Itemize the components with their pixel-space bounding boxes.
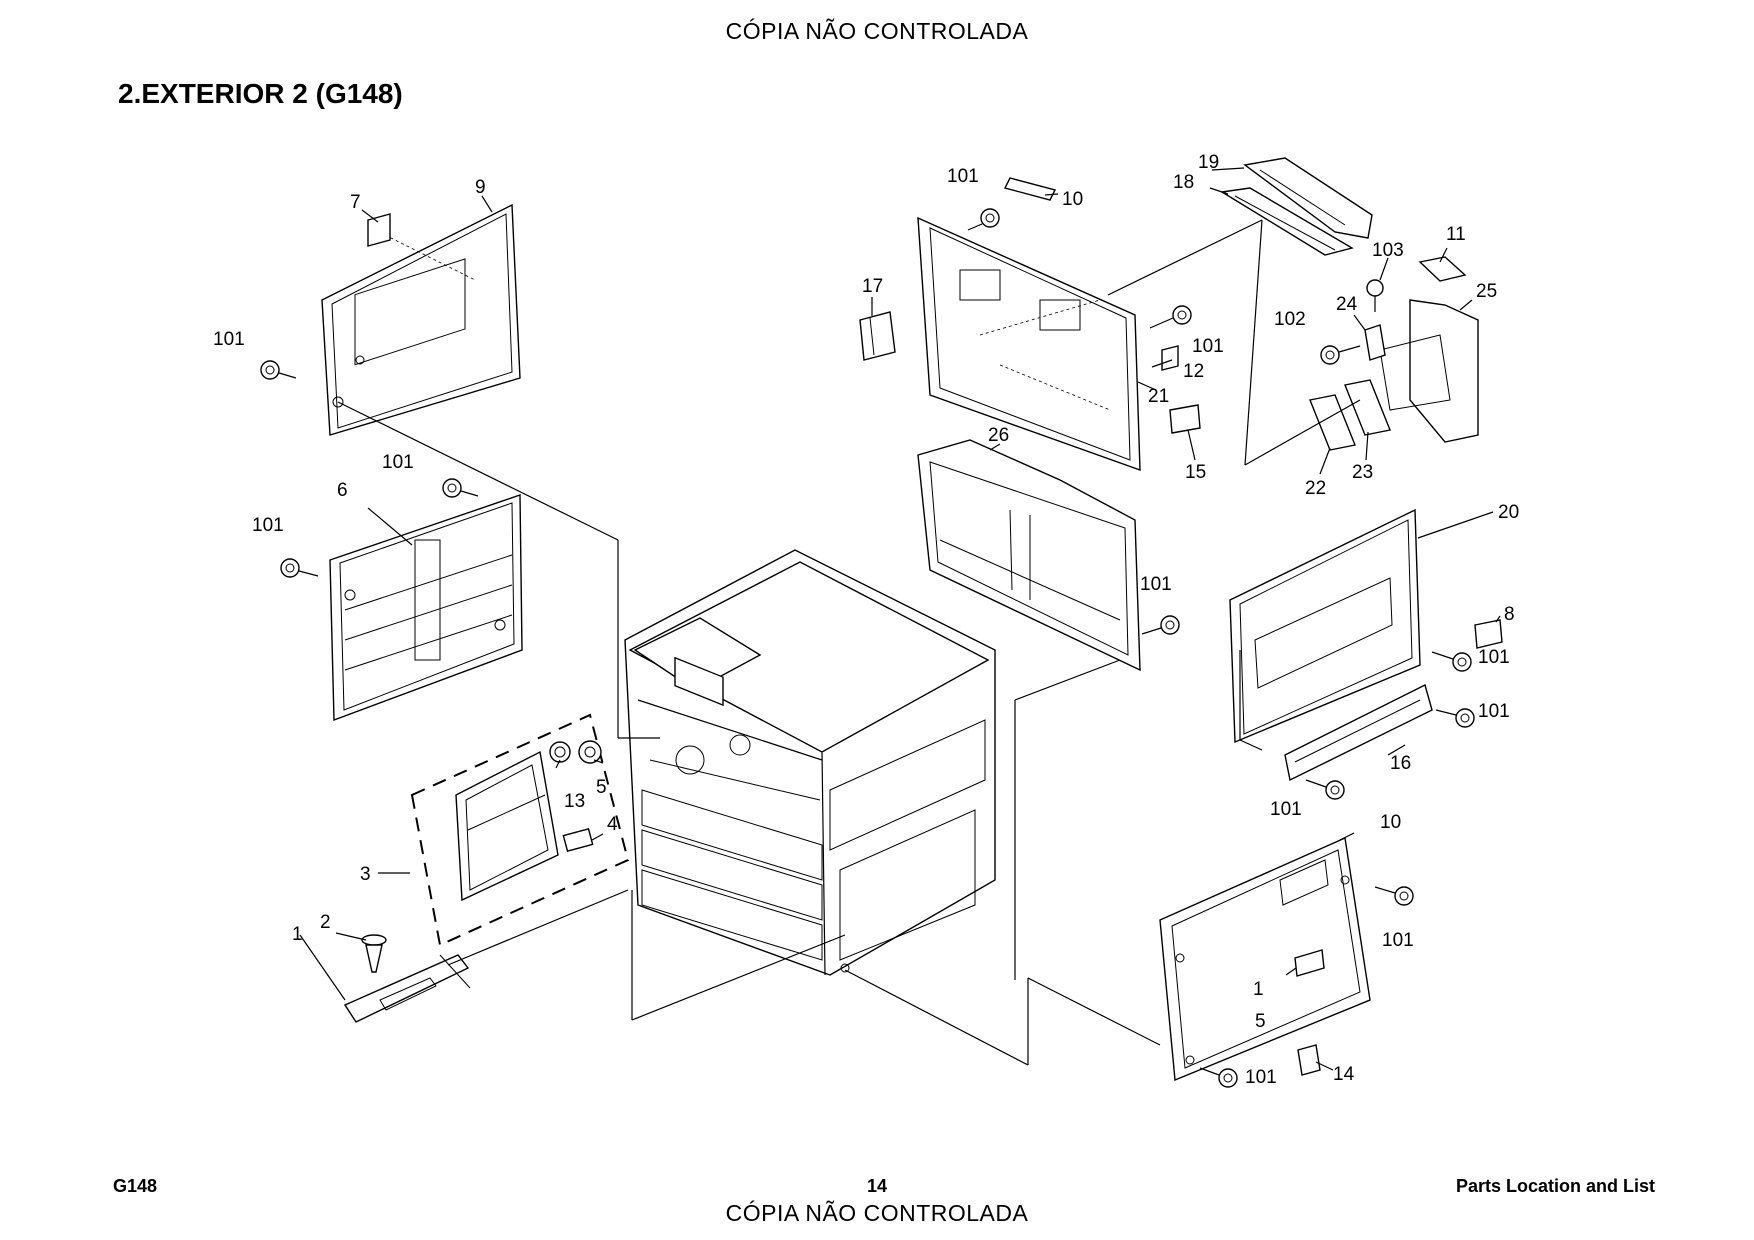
screw-101-h: [1435, 708, 1475, 728]
filter-18: [1219, 187, 1354, 256]
screw-101-e: [1149, 305, 1192, 329]
callout-1-left: 1: [292, 924, 303, 945]
callout-21: 21: [1148, 386, 1169, 407]
screw-101-c: [280, 558, 319, 578]
inner-cover-panel-26: [917, 439, 1141, 672]
callout-2: 2: [320, 912, 331, 933]
callout-101-a: 101: [213, 329, 245, 350]
cover-19: [1243, 157, 1373, 239]
bracket-15: [1169, 404, 1201, 434]
callout-11: 11: [1446, 224, 1466, 245]
bracket-24: [1364, 324, 1386, 361]
screw-101-j: [1374, 886, 1414, 906]
knob-5: [578, 740, 602, 764]
rear-cover-panel-9: [321, 203, 521, 436]
screw-101-f: [1141, 615, 1180, 635]
callout-101-h: 101: [1478, 701, 1510, 722]
callout-6: 6: [337, 480, 348, 501]
callout-25: 25: [1476, 281, 1497, 302]
callout-101-d: 101: [947, 166, 979, 187]
clip-8: [1474, 619, 1503, 649]
callout-1-right: 1: [1253, 979, 1264, 1000]
callout-16: 16: [1390, 753, 1411, 774]
block-11: [1418, 256, 1467, 282]
callout-5-left: 5: [596, 777, 607, 798]
callout-20: 20: [1498, 502, 1519, 523]
callout-5-right: 5: [1255, 1011, 1266, 1032]
callout-22: 22: [1305, 478, 1326, 499]
callout-101-g: 101: [1478, 647, 1510, 668]
callout-101-c: 101: [252, 515, 284, 536]
callout-9: 9: [475, 177, 486, 198]
callout-13: 13: [564, 791, 585, 812]
callout-101-e: 101: [1192, 336, 1224, 357]
rear-frame-panel-21: [917, 216, 1141, 472]
front-right-panel-10: [1159, 836, 1371, 1082]
label-part-12: [1161, 345, 1179, 371]
label-part-7: [367, 213, 391, 247]
callout-103: 103: [1372, 240, 1404, 261]
front-cover-panel-6: [329, 494, 523, 721]
callout-10-top: 10: [1062, 189, 1083, 210]
callout-101-i: 101: [1270, 799, 1302, 820]
callout-101-k: 101: [1245, 1067, 1277, 1088]
fastener-2: [361, 934, 387, 973]
clip-17: [859, 311, 896, 361]
callout-4: 4: [607, 814, 618, 835]
screw-101-d: [967, 208, 1000, 231]
callout-7: 7: [350, 192, 361, 213]
footer-section: Parts Location and List: [1455, 1176, 1655, 1196]
callout-3: 3: [360, 864, 371, 885]
callout-101-f: 101: [1140, 574, 1172, 595]
callout-101-j: 101: [1382, 930, 1414, 951]
duct-25: [1379, 299, 1479, 443]
callout-10-bottom: 10: [1380, 812, 1401, 833]
callout-12: 12: [1183, 361, 1204, 382]
filter-23: [1344, 379, 1391, 436]
page-title: 2.EXTERIOR 2 (G148): [118, 78, 403, 109]
footer-model: G148: [113, 1176, 158, 1196]
plate-16: [1284, 683, 1433, 782]
callout-17: 17: [862, 276, 883, 297]
side-cover-panel-20: [1229, 508, 1421, 744]
callout-23: 23: [1352, 462, 1373, 483]
screw-101-g: [1431, 651, 1472, 672]
callout-15: 15: [1185, 462, 1206, 483]
filter-22: [1309, 394, 1356, 451]
callout-8: 8: [1504, 604, 1515, 625]
callout-19: 19: [1198, 152, 1219, 173]
callout-26: 26: [988, 425, 1009, 446]
watermark-top: CÓPIA NÃO CONTROLADA: [725, 18, 1029, 44]
watermark-bottom: CÓPIA NÃO CONTROLADA: [725, 1200, 1029, 1226]
bracket-1: [343, 954, 471, 1023]
knob-13: [549, 741, 571, 763]
screw-103: [1366, 279, 1384, 312]
copier-main-body: [624, 549, 996, 976]
callout-18: 18: [1173, 172, 1194, 193]
screw-101-k: [1199, 1067, 1238, 1088]
callout-102: 102: [1274, 309, 1306, 330]
callout-14: 14: [1333, 1064, 1355, 1085]
label-part-1-right: [1294, 949, 1325, 977]
clip-14: [1297, 1044, 1321, 1076]
leader-lines: [299, 167, 1501, 1071]
callout-101-b: 101: [382, 452, 414, 473]
screw-101-a: [260, 360, 297, 380]
screw-101-i: [1305, 779, 1345, 800]
label-part-10-top: [1003, 177, 1057, 201]
dashed-group-3: [410, 713, 630, 947]
callout-24: 24: [1336, 294, 1358, 315]
screw-101-b: [442, 478, 479, 498]
footer-page-number: 14: [866, 1176, 888, 1196]
screw-102: [1320, 345, 1361, 365]
